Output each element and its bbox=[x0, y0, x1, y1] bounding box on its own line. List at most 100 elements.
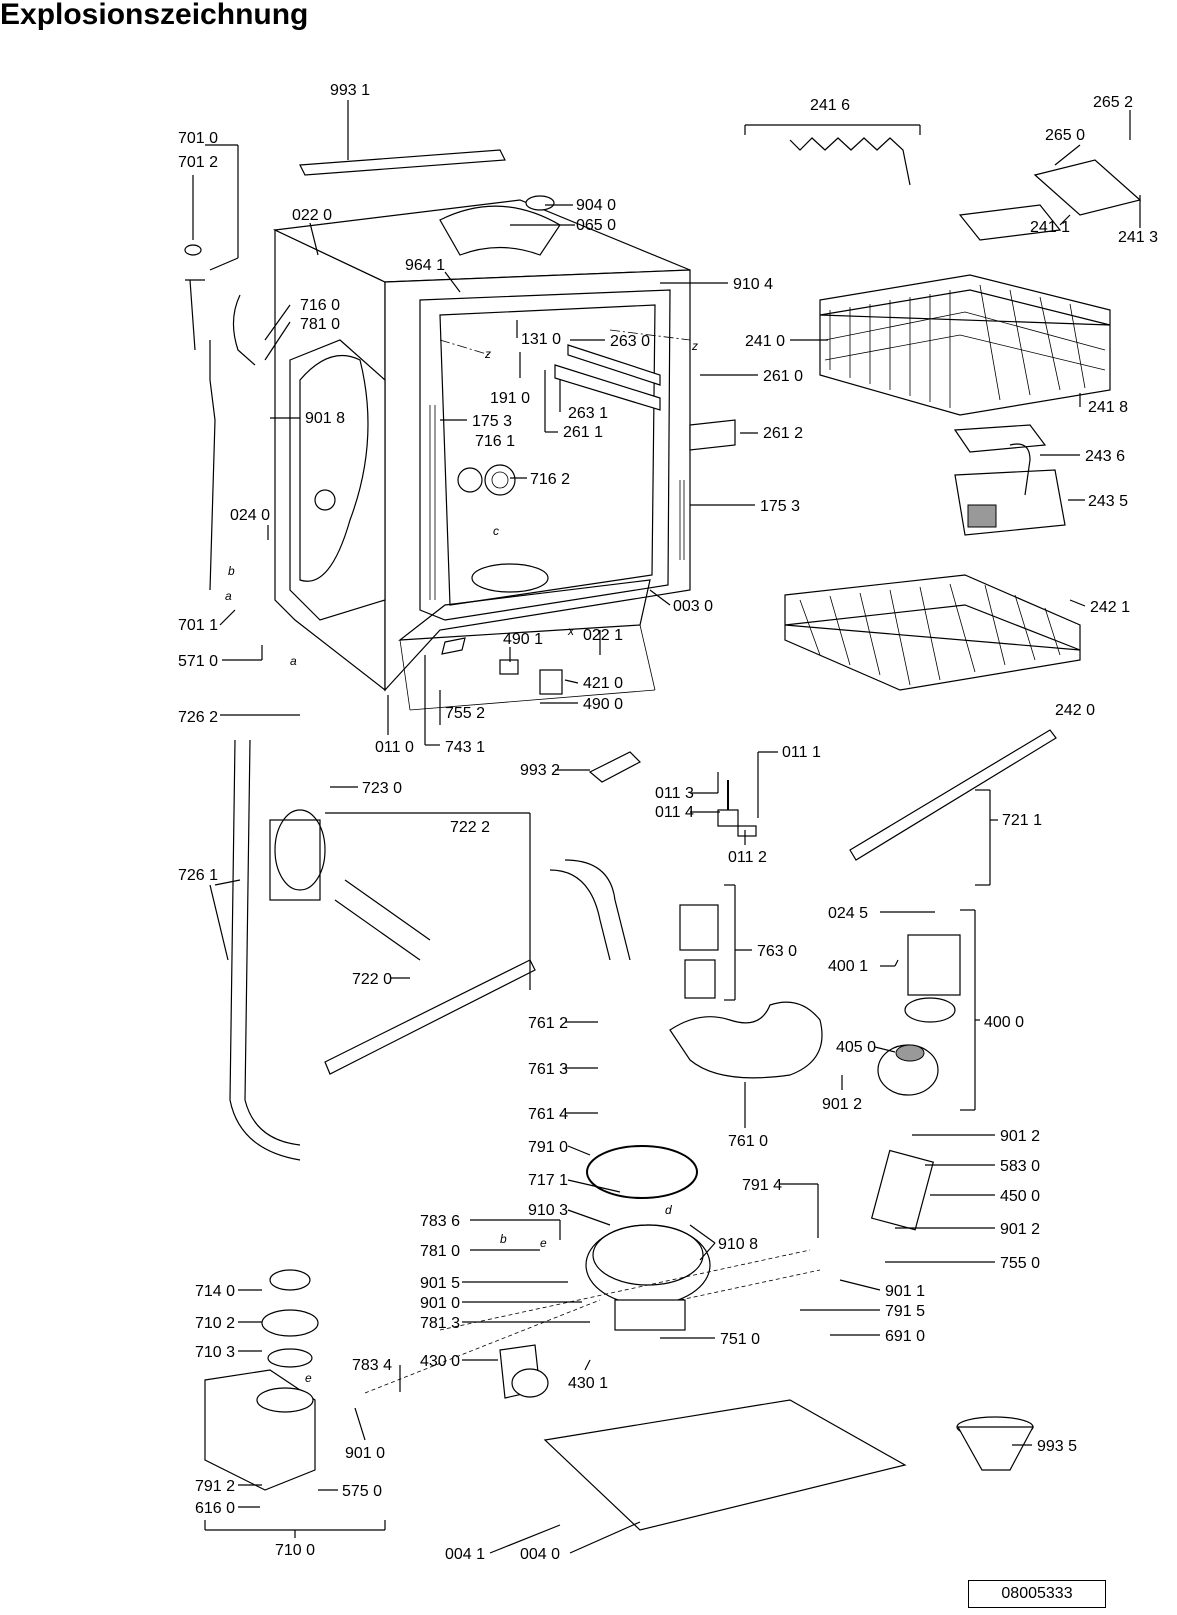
part-label: 241 1 bbox=[1030, 219, 1070, 236]
part-label: 263 0 bbox=[610, 333, 650, 350]
part-label: 901 2 bbox=[1000, 1128, 1040, 1145]
part-label: 421 0 bbox=[583, 675, 623, 692]
part-label: 761 3 bbox=[528, 1061, 568, 1078]
motor bbox=[904, 934, 961, 1023]
ref-letter: c bbox=[493, 524, 499, 538]
part-label: 755 0 bbox=[1000, 1255, 1040, 1272]
left-hose bbox=[185, 279, 216, 591]
part-label: 716 2 bbox=[530, 471, 570, 488]
wire-clip bbox=[737, 825, 757, 837]
part-label: 910 4 bbox=[733, 276, 773, 293]
side-rack bbox=[958, 204, 1062, 241]
lower-basket bbox=[784, 574, 1081, 691]
part-label: 710 2 bbox=[195, 1315, 235, 1332]
part-label: 781 0 bbox=[420, 1243, 460, 1260]
rack-rail bbox=[789, 137, 911, 186]
part-label: 011 4 bbox=[655, 804, 694, 821]
part-label: 723 0 bbox=[362, 780, 402, 797]
part-label: 716 1 bbox=[475, 433, 515, 450]
part-label: 405 0 bbox=[836, 1039, 876, 1056]
part-label: 964 1 bbox=[405, 257, 445, 274]
base-plate bbox=[543, 1399, 907, 1531]
dashed-line bbox=[679, 1269, 821, 1301]
part-label: 763 0 bbox=[757, 943, 797, 960]
part-label: 910 8 bbox=[718, 1236, 758, 1253]
part-label: 242 0 bbox=[1055, 702, 1095, 719]
part-label: 791 4 bbox=[742, 1177, 782, 1194]
part-label: 400 0 bbox=[984, 1014, 1024, 1031]
bracket bbox=[441, 637, 466, 655]
part-label: 781 3 bbox=[420, 1315, 460, 1332]
part-label: 691 0 bbox=[885, 1328, 925, 1345]
part-label: 701 0 bbox=[178, 130, 218, 147]
switch bbox=[499, 659, 519, 675]
sump bbox=[585, 1224, 711, 1331]
part-label: 755 2 bbox=[445, 705, 485, 722]
filter-plate bbox=[669, 1001, 823, 1079]
page-title: Explosionszeichnung bbox=[0, 0, 309, 31]
part-label: 241 0 bbox=[745, 333, 785, 350]
part-label: 011 0 bbox=[375, 739, 414, 756]
part-label: 065 0 bbox=[576, 217, 616, 234]
part-label: 616 0 bbox=[195, 1500, 235, 1517]
part-label: 791 2 bbox=[195, 1478, 235, 1495]
ref-letter: z bbox=[691, 339, 698, 353]
part-label: 743 1 bbox=[445, 739, 485, 756]
part-label: 901 5 bbox=[420, 1275, 460, 1292]
part-label: 722 2 bbox=[450, 819, 490, 836]
part-label: 993 2 bbox=[520, 762, 560, 779]
sealing-ring bbox=[586, 1145, 698, 1199]
part-label: 716 0 bbox=[300, 297, 340, 314]
part-label: 004 0 bbox=[520, 1546, 560, 1563]
float bbox=[269, 809, 326, 901]
part-label: 583 0 bbox=[1000, 1158, 1040, 1175]
part-label: 901 1 bbox=[885, 1283, 925, 1300]
part-label: 261 2 bbox=[763, 425, 803, 442]
cover-strip bbox=[299, 149, 506, 176]
key-tool bbox=[588, 751, 642, 783]
ref-letter: z bbox=[484, 347, 491, 361]
part-label: 993 5 bbox=[1037, 1438, 1077, 1455]
spray-arm-pipe bbox=[334, 879, 431, 961]
part-label: 430 1 bbox=[568, 1375, 608, 1392]
detergent-dispenser bbox=[499, 1344, 549, 1399]
part-label: 901 2 bbox=[1000, 1221, 1040, 1238]
part-labels: 993 1 241 6 265 2 265 0 701 0 701 2 904 … bbox=[178, 82, 1158, 1563]
part-label: 901 8 bbox=[305, 410, 345, 427]
ref-letter: a bbox=[225, 589, 232, 603]
part-label: 011 2 bbox=[728, 849, 767, 866]
document-number: 08005333 bbox=[968, 1580, 1106, 1608]
part-label: 430 0 bbox=[420, 1353, 460, 1370]
tub-assembly bbox=[272, 195, 736, 711]
coarse-filter bbox=[679, 904, 719, 999]
part-label: 242 1 bbox=[1090, 599, 1130, 616]
drain-hose bbox=[232, 294, 256, 366]
circulation-pump bbox=[877, 1044, 939, 1096]
part-label: 243 5 bbox=[1088, 493, 1128, 510]
ref-letter: b bbox=[500, 1232, 507, 1246]
part-label: 004 1 bbox=[445, 1546, 485, 1563]
part-label: 011 1 bbox=[782, 744, 821, 761]
part-label: 761 2 bbox=[528, 1015, 568, 1032]
part-label: 243 6 bbox=[1085, 448, 1125, 465]
ref-letter: a bbox=[290, 654, 297, 668]
lower-spray-arm bbox=[324, 959, 536, 1075]
part-label: 710 0 bbox=[275, 1542, 315, 1559]
part-label: 022 1 bbox=[583, 627, 623, 644]
part-label: 721 1 bbox=[1002, 812, 1042, 829]
rack-holder bbox=[1033, 159, 1142, 216]
part-label: 783 6 bbox=[420, 1213, 460, 1230]
part-label: 265 0 bbox=[1045, 127, 1085, 144]
plug bbox=[539, 669, 563, 695]
part-label: 722 0 bbox=[352, 971, 392, 988]
upper-basket bbox=[819, 274, 1111, 416]
part-label: 904 0 bbox=[576, 197, 616, 214]
part-label: 024 5 bbox=[828, 905, 868, 922]
ref-letter: e bbox=[305, 1371, 312, 1385]
part-label: 263 1 bbox=[568, 405, 608, 422]
ref-letter: b bbox=[228, 564, 235, 578]
part-label: 175 3 bbox=[760, 498, 800, 515]
part-label: 450 0 bbox=[1000, 1188, 1040, 1205]
part-label: 783 4 bbox=[352, 1357, 392, 1374]
